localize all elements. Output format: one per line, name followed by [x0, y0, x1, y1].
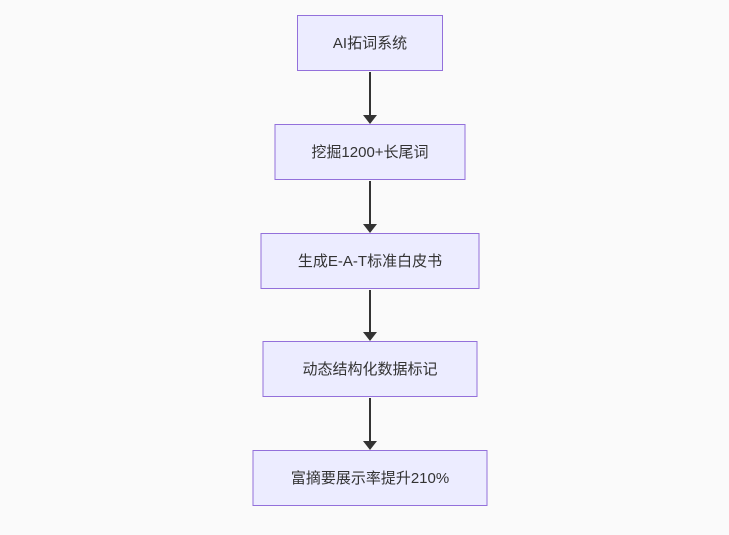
- edge-connector-1: [363, 72, 377, 124]
- flowchart-node-rich-snippet-rate-increase: 富摘要展示率提升210%: [252, 450, 488, 506]
- arrow-line: [369, 72, 371, 115]
- arrow-line: [369, 290, 371, 332]
- node-label: 富摘要展示率提升210%: [290, 469, 450, 487]
- flowchart-node-ai-word-expansion-system: AI拓词系统: [297, 15, 443, 71]
- flowchart-node-mine-longtail-keywords: 挖掘1200+长尾词: [274, 124, 466, 180]
- flowchart-node-generate-eat-whitepaper: 生成E-A-T标准白皮书: [260, 233, 480, 289]
- node-label: AI拓词系统: [332, 34, 408, 52]
- node-label: 动态结构化数据标记: [302, 360, 438, 378]
- arrow-head-icon: [363, 441, 377, 450]
- edge-connector-3: [363, 290, 377, 341]
- flowchart-node-dynamic-structured-data-markup: 动态结构化数据标记: [262, 341, 478, 397]
- arrow-head-icon: [363, 115, 377, 124]
- edge-connector-2: [363, 181, 377, 233]
- edge-connector-4: [363, 398, 377, 450]
- arrow-line: [369, 398, 371, 441]
- arrow-head-icon: [363, 332, 377, 341]
- arrow-head-icon: [363, 224, 377, 233]
- node-label: 挖掘1200+长尾词: [311, 143, 429, 161]
- arrow-line: [369, 181, 371, 224]
- node-label: 生成E-A-T标准白皮书: [297, 252, 443, 270]
